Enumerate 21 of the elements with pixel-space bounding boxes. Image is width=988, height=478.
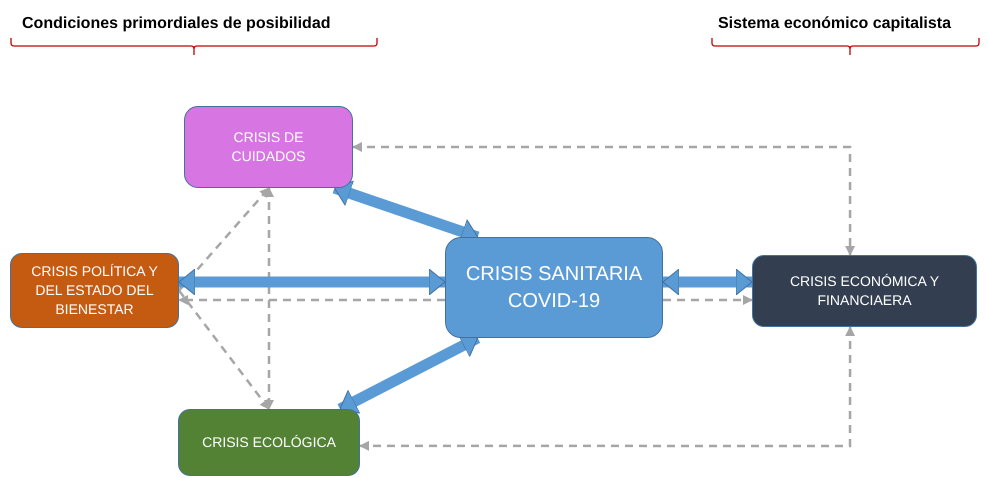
double-block-arrow bbox=[178, 268, 446, 296]
process-box bbox=[752, 255, 977, 327]
node-label: CRISIS SANITARIA COVID-19 bbox=[464, 262, 644, 314]
process-box bbox=[178, 409, 360, 476]
process-box bbox=[445, 237, 663, 338]
node-label: CRISIS DE CUIDADOS bbox=[230, 128, 306, 166]
process-box bbox=[184, 106, 353, 188]
dashed-arrow bbox=[178, 290, 270, 410]
double-block-arrow bbox=[662, 268, 752, 296]
node-label: CRISIS ECOLÓGICA bbox=[202, 433, 336, 452]
dashed-arrow bbox=[178, 187, 270, 292]
node-label: CRISIS ECONÓMICA Y FINANCIAERA bbox=[788, 272, 940, 310]
dashed-arrow bbox=[178, 295, 445, 306]
dashed-arrow bbox=[359, 326, 856, 451]
dashed-arrow bbox=[264, 187, 274, 410]
section-heading: Condiciones primordiales de posibilidad bbox=[22, 15, 330, 33]
section-heading: Sistema económico capitalista bbox=[718, 15, 951, 33]
process-box bbox=[10, 253, 179, 328]
dashed-arrow bbox=[352, 142, 856, 256]
node-label: CRISIS POLÍTICA Y DEL ESTADO DEL BIENESTAR bbox=[30, 262, 159, 319]
dashed-arrow bbox=[663, 295, 753, 305]
